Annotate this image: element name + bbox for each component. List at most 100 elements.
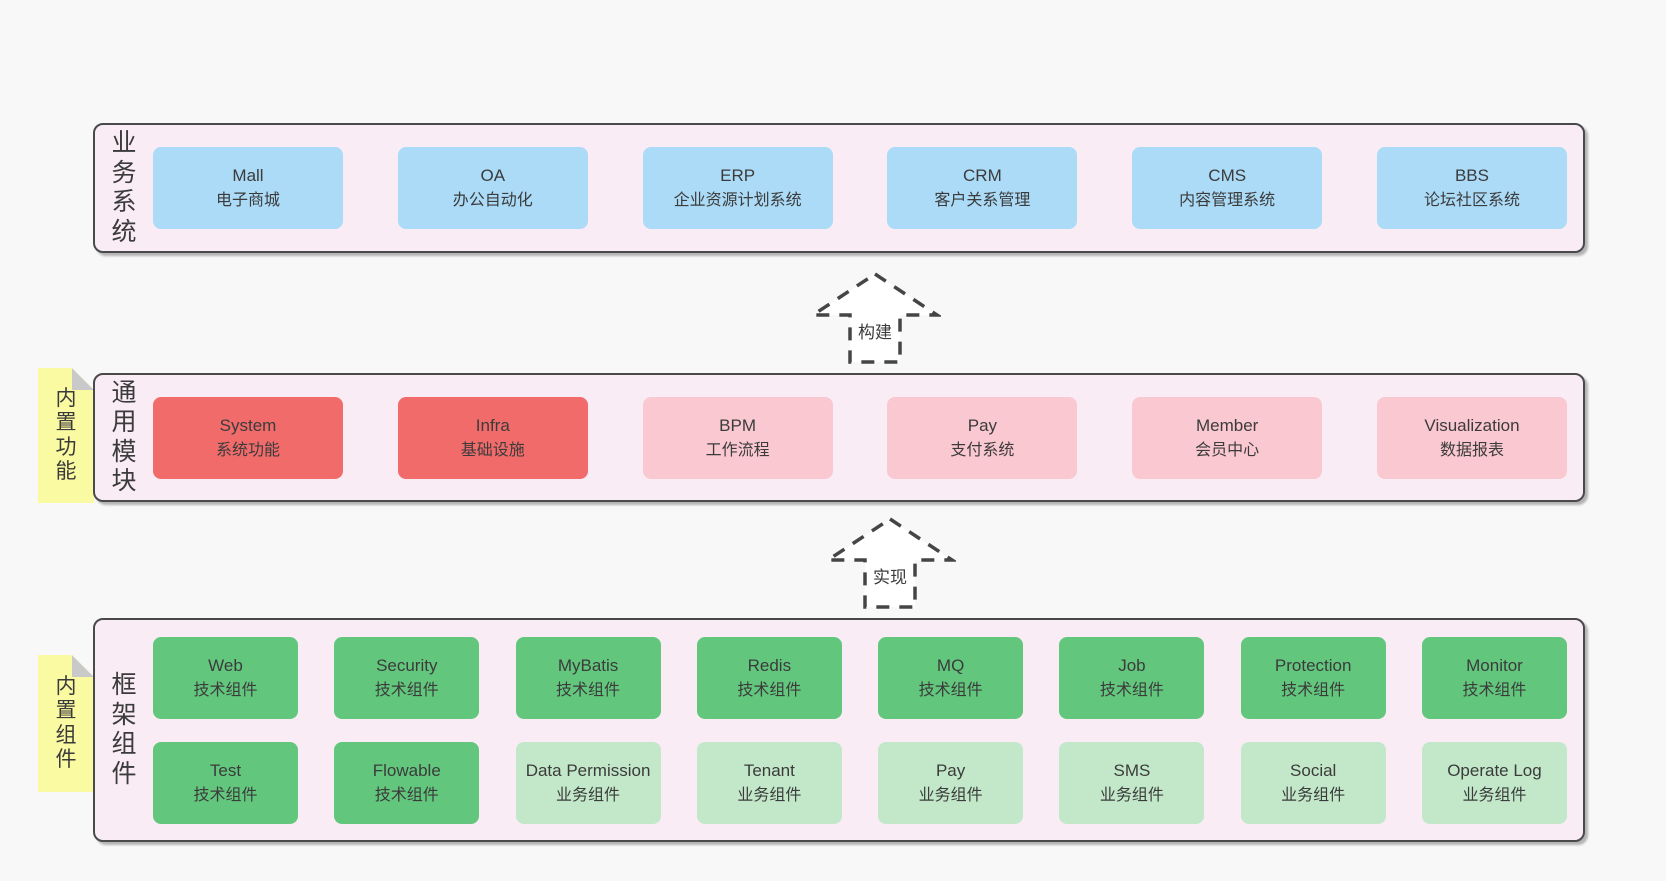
build-arrow: 构建 xyxy=(809,268,941,368)
box-protection: Protection 技术组件 xyxy=(1240,636,1386,719)
box-subtitle: 技术组件 xyxy=(737,681,802,699)
box-social: Social 业务组件 xyxy=(1240,741,1386,824)
box-subtitle: 技术组件 xyxy=(374,681,439,699)
arrow-label: 实现 xyxy=(871,563,909,588)
sticky-note-builtin-features: 内置功能 xyxy=(38,368,94,503)
common-modules-panel: 通用模块 System 系统功能 Infra 基础设施 BPM 工作流程 Pay… xyxy=(93,373,1585,502)
box-subtitle: 技术组件 xyxy=(1462,681,1527,699)
box-tenant: Tenant 业务组件 xyxy=(696,741,842,824)
box-title: Data Permission xyxy=(525,760,651,780)
box-mq: MQ 技术组件 xyxy=(878,636,1024,719)
box-subtitle: 技术组件 xyxy=(556,681,621,699)
box-sms: SMS 业务组件 xyxy=(1059,741,1205,824)
box-title: System xyxy=(219,415,277,435)
box-subtitle: 业务组件 xyxy=(556,786,621,804)
box-operate-log: Operate Log 业务组件 xyxy=(1421,741,1567,824)
box-subtitle: 论坛社区系统 xyxy=(1423,192,1520,209)
box-subtitle: 技术组件 xyxy=(193,681,258,699)
box-title: Pay xyxy=(935,760,966,780)
business-items: Mall 电子商城 OA 办公自动化 ERP 企业资源计划系统 CRM 客户关系… xyxy=(153,125,1583,251)
box-title: Mall xyxy=(232,166,264,185)
sticky-label: 内置组件 xyxy=(55,674,77,771)
box-mybatis: MyBatis 技术组件 xyxy=(515,636,661,719)
box-title: Operate Log xyxy=(1447,760,1542,780)
box-subtitle: 数据报表 xyxy=(1439,441,1504,459)
box-subtitle: 业务组件 xyxy=(1099,786,1164,804)
sticky-note-builtin-components: 内置组件 xyxy=(38,655,94,792)
arrow-label: 构建 xyxy=(856,318,894,343)
module-items: System 系统功能 Infra 基础设施 BPM 工作流程 Pay 支付系统… xyxy=(153,375,1583,500)
box-subtitle: 支付系统 xyxy=(950,441,1015,459)
box-subtitle: 技术组件 xyxy=(918,681,983,699)
box-subtitle: 办公自动化 xyxy=(452,192,533,209)
box-visualization: Visualization 数据报表 xyxy=(1376,396,1567,479)
box-title: CMS xyxy=(1208,166,1247,185)
box-pay: Pay 支付系统 xyxy=(887,396,1078,479)
box-title: Security xyxy=(376,655,438,675)
box-title: Protection xyxy=(1274,655,1352,675)
box-crm: CRM 客户关系管理 xyxy=(887,147,1078,229)
business-systems-panel: 业务系统 Mall 电子商城 OA 办公自动化 ERP 企业资源计划系统 CRM… xyxy=(93,123,1585,253)
box-title: Visualization xyxy=(1424,415,1520,435)
box-system: System 系统功能 xyxy=(153,396,343,479)
box-title: Redis xyxy=(747,655,792,675)
panel-label-text: 通用模块 xyxy=(111,378,137,496)
box-monitor: Monitor 技术组件 xyxy=(1421,636,1567,719)
box-erp: ERP 企业资源计划系统 xyxy=(642,147,833,229)
box-oa: OA 办公自动化 xyxy=(397,147,588,229)
box-subtitle: 基础设施 xyxy=(460,441,525,459)
folded-corner-icon xyxy=(72,655,94,677)
box-redis: Redis 技术组件 xyxy=(696,636,842,719)
box-subtitle: 技术组件 xyxy=(1281,681,1346,699)
box-subtitle: 业务组件 xyxy=(737,786,802,804)
box-security: Security 技术组件 xyxy=(334,636,480,719)
box-title: BPM xyxy=(719,415,757,435)
panel-label-modules: 通用模块 xyxy=(95,375,153,500)
box-bbs: BBS 论坛社区系统 xyxy=(1376,147,1567,229)
box-subtitle: 业务组件 xyxy=(1462,786,1527,804)
component-row-2: Test 技术组件 Flowable 技术组件 Data Permission … xyxy=(153,741,1567,824)
box-title: OA xyxy=(480,166,506,185)
box-title: Social xyxy=(1290,760,1337,780)
box-bpm: BPM 工作流程 xyxy=(642,396,833,479)
box-title: Pay xyxy=(967,415,998,435)
box-title: SMS xyxy=(1113,760,1151,780)
box-title: Infra xyxy=(475,415,510,435)
box-data-permission: Data Permission 业务组件 xyxy=(515,741,661,824)
box-title: Job xyxy=(1118,655,1146,675)
box-pay-biz: Pay 业务组件 xyxy=(878,741,1024,824)
box-title: Monitor xyxy=(1466,655,1523,675)
component-items: Web 技术组件 Security 技术组件 MyBatis 技术组件 Redi… xyxy=(153,620,1583,840)
box-job: Job 技术组件 xyxy=(1059,636,1205,719)
box-title: Member xyxy=(1196,415,1259,435)
box-infra: Infra 基础设施 xyxy=(397,396,588,479)
box-test: Test 技术组件 xyxy=(153,741,298,824)
framework-components-panel: 框架组件 Web 技术组件 Security 技术组件 MyBatis 技术组件… xyxy=(93,618,1585,842)
box-title: MyBatis xyxy=(557,655,619,675)
box-subtitle: 工作流程 xyxy=(705,441,770,459)
box-subtitle: 业务组件 xyxy=(1281,786,1346,804)
box-title: Tenant xyxy=(743,760,795,780)
box-subtitle: 会员中心 xyxy=(1195,441,1260,459)
box-title: BBS xyxy=(1454,166,1489,185)
panel-label-text: 业务系统 xyxy=(111,129,137,246)
box-subtitle: 电子商城 xyxy=(215,192,280,209)
box-subtitle: 客户关系管理 xyxy=(934,192,1031,209)
box-title: ERP xyxy=(720,166,756,185)
box-mall: Mall 电子商城 xyxy=(153,147,343,229)
box-cms: CMS 内容管理系统 xyxy=(1132,147,1323,229)
box-subtitle: 系统功能 xyxy=(215,441,280,459)
box-title: CRM xyxy=(963,166,1002,185)
box-subtitle: 企业资源计划系统 xyxy=(673,192,802,209)
box-subtitle: 技术组件 xyxy=(374,786,439,804)
box-member: Member 会员中心 xyxy=(1132,396,1323,479)
box-subtitle: 业务组件 xyxy=(918,786,983,804)
sticky-label: 内置功能 xyxy=(55,386,77,483)
box-title: Test xyxy=(209,760,242,780)
box-flowable: Flowable 技术组件 xyxy=(334,741,480,824)
box-subtitle: 内容管理系统 xyxy=(1179,192,1276,209)
panel-label-business: 业务系统 xyxy=(95,125,153,251)
box-title: MQ xyxy=(936,655,965,675)
folded-corner-icon xyxy=(72,368,94,390)
